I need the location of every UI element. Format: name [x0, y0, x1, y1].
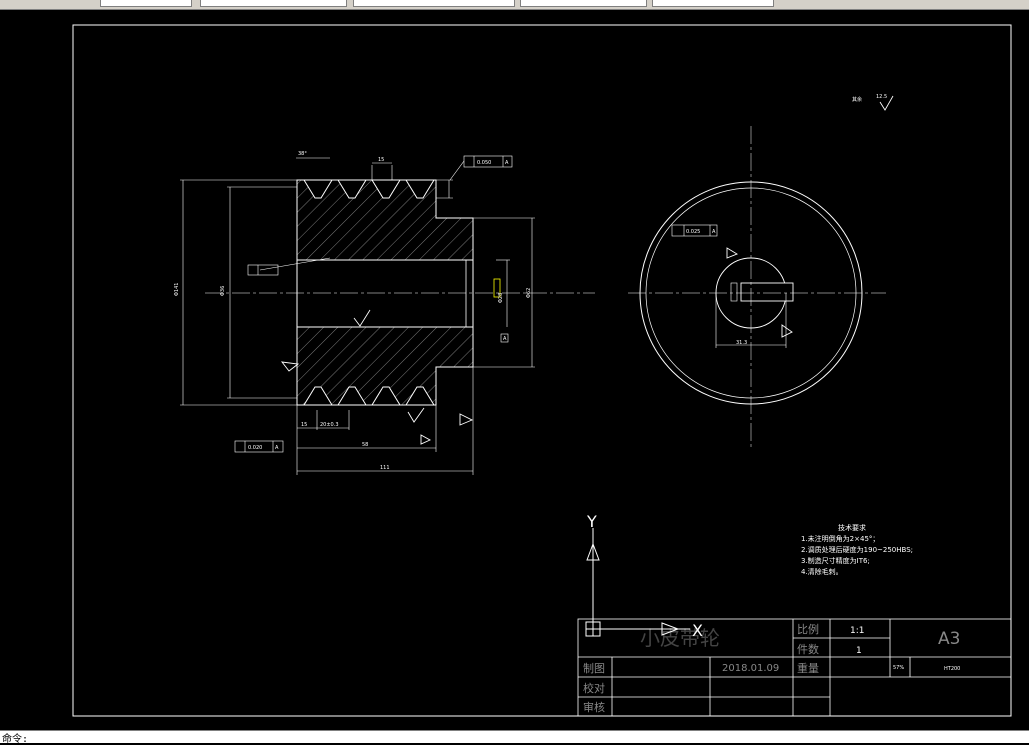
sheet-border: [72, 24, 1012, 717]
dim-w1: 15: [301, 422, 307, 428]
qty-value: 1: [856, 646, 862, 656]
part-name: 小皮带轮: [640, 626, 720, 650]
qty-label: 件数: [797, 643, 819, 656]
dim-groove-angle: 38°: [298, 151, 307, 157]
svg-text:A: A: [505, 160, 509, 166]
tolerance-frame-top: 0.050 A: [449, 155, 513, 181]
title-block: [577, 618, 1012, 717]
dim-root: Φ36: [220, 286, 226, 296]
grooves-bottom: [303, 386, 435, 406]
cad-drawing: Φ141 Φ36 Φ62 Φ28 15 20±0.3 58 111 38° 15…: [72, 24, 1012, 717]
toolbar-field[interactable]: [353, 0, 515, 7]
tol-right: 0.025: [686, 229, 700, 235]
scale-label: 比例: [797, 622, 819, 636]
technical-requirements: 技术要求 1.未注明倒角为2×45°； 2.调质处理后硬度为190~250HBS…: [801, 523, 913, 576]
end-view: [628, 95, 894, 450]
ucs-icon: [585, 528, 690, 637]
toolbar: [0, 0, 1029, 10]
toolbar-field[interactable]: [520, 0, 647, 7]
svg-text:0.050: 0.050: [477, 160, 491, 166]
svg-text:3.制造尺寸精度为IT6;: 3.制造尺寸精度为IT6;: [801, 556, 870, 565]
dim-keyway: 31.3: [736, 340, 747, 346]
scale-value: 1:1: [850, 626, 864, 636]
surface-note: 其余: [852, 96, 862, 103]
tolerance-frame-bore: [247, 264, 279, 276]
percent: 57%: [893, 665, 904, 671]
toolbar-field[interactable]: [200, 0, 347, 7]
ucs-y-label: Y: [586, 512, 597, 531]
drawing-viewport[interactable]: Φ141 Φ36 Φ62 Φ28 15 20±0.3 58 111 38° 15…: [0, 10, 1029, 730]
weight-label: 重量: [797, 661, 819, 675]
svg-text:技术要求: 技术要求: [838, 523, 866, 532]
svg-text:2.调质处理后硬度为190~250HBS;: 2.调质处理后硬度为190~250HBS;: [801, 545, 913, 554]
command-line[interactable]: 命令:: [0, 730, 1029, 745]
sheet-size: A3: [938, 629, 960, 649]
dimension-lines: [180, 157, 535, 475]
drawn-label: 制图: [583, 662, 605, 675]
dim-w4: 111: [380, 465, 390, 471]
dim-w2: 20±0.3: [320, 422, 339, 428]
dim-hub: Φ62: [526, 288, 532, 298]
dim-outer: Φ141: [174, 283, 180, 296]
reviewed-label: 审核: [583, 700, 605, 714]
roughness-other: 12.5: [876, 94, 887, 100]
dim-groove-depth: 15: [378, 157, 384, 163]
dim-bore: Φ28: [498, 293, 504, 303]
section-view: Φ141 Φ36 Φ62 Φ28 15 20±0.3 58 111 38° 15…: [174, 151, 595, 475]
svg-text:A: A: [275, 445, 279, 451]
bore: [296, 259, 474, 328]
material: HT200: [944, 666, 960, 672]
datum-box: [500, 333, 509, 343]
tolerance-frame-bottom: 0.020 A: [234, 440, 284, 453]
checked-label: 校对: [583, 681, 605, 695]
toolbar-field[interactable]: [652, 0, 774, 7]
svg-text:A: A: [712, 229, 716, 235]
svg-text:4.清除毛刺。: 4.清除毛刺。: [801, 567, 843, 576]
dim-w3: 58: [362, 442, 368, 448]
roughness-symbols: [280, 309, 474, 445]
drawn-date: 2018.01.09: [722, 663, 779, 674]
command-prompt: 命令:: [2, 734, 29, 745]
svg-text:1.未注明倒角为2×45°；: 1.未注明倒角为2×45°；: [801, 534, 879, 543]
svg-text:A: A: [503, 336, 507, 342]
svg-text:0.020: 0.020: [248, 445, 262, 451]
toolbar-field[interactable]: [100, 0, 192, 7]
grooves-top: [303, 179, 435, 199]
ucs-x-label: X: [692, 621, 703, 640]
